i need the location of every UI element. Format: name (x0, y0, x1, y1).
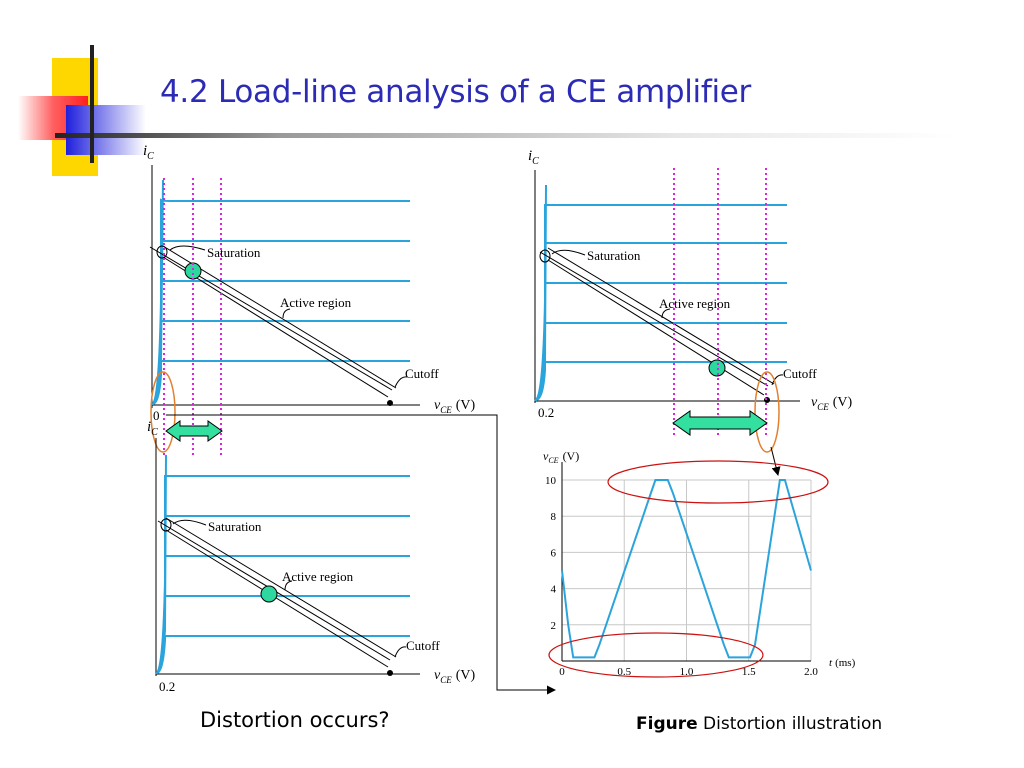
x-tick-label: 1.5 (742, 666, 756, 678)
characteristic-curves (151, 179, 410, 406)
characteristic-curves (155, 454, 410, 675)
cutoff-point (387, 670, 393, 676)
chart-ylabel: vCE(V) (543, 449, 579, 465)
y-tick-label: 2 (551, 620, 557, 632)
saturation-marker (539, 249, 551, 263)
saturation-label: Saturation (587, 248, 641, 263)
saturation-label: Saturation (208, 519, 262, 534)
active-region-label: Active region (282, 569, 354, 584)
connector-line (166, 414, 556, 695)
cutoff-label: Cutoff (406, 638, 440, 653)
cutoff-label: Cutoff (783, 366, 817, 381)
figure-caption-text: Distortion illustration (703, 714, 883, 734)
chart-y-ticks: 2 4 6 8 10 (545, 475, 557, 632)
figure-caption-bold: Figure (636, 714, 698, 734)
plot-top-right: iC Saturation (528, 148, 853, 476)
title-underline (55, 133, 955, 138)
swing-arrow (165, 420, 223, 442)
x-axis-label: vCE(V) (811, 395, 853, 412)
chart-series-line (561, 479, 812, 659)
cutoff-leader (771, 374, 784, 386)
figure-caption: Figure Distortion illustration (636, 714, 882, 734)
cutoff-label: Cutoff (405, 366, 439, 381)
saturation-leader (551, 249, 586, 256)
active-leader (284, 580, 293, 591)
x-tick-label: 1.0 (680, 666, 694, 678)
cutoff-point (387, 400, 393, 406)
chart-grid (562, 479, 812, 661)
y-tick-label: 4 (551, 584, 557, 596)
page-title: 4.2 Load-line analysis of a CE amplifier (160, 74, 751, 110)
x-tick-label: 0 (559, 666, 565, 678)
active-region-label: Active region (659, 296, 731, 311)
characteristic-curves (534, 184, 787, 401)
saturation-leader (172, 519, 207, 526)
chart-x-ticks: 0 0.5 1.0 1.5 2.0 (559, 666, 818, 678)
plot-top-left: iC Saturation (143, 143, 556, 695)
dotted-guides (163, 178, 222, 455)
saturation-leader (169, 245, 206, 251)
distortion-ellipse-orange (754, 371, 780, 453)
q-point (184, 262, 202, 280)
distortion-ellipse-orange (150, 371, 176, 453)
waveform-chart: vCE(V) 2 4 6 8 10 0 0.5 1.0 1.5 2.0 t(ms) (543, 449, 856, 678)
swing-arrow (672, 410, 768, 436)
tick-02: 0.2 (159, 679, 175, 694)
active-region-label: Active region (280, 295, 352, 310)
x-tick-label: 2.0 (804, 666, 818, 678)
active-leader (282, 308, 291, 319)
tick-zero: 0 (153, 408, 160, 423)
active-leader (661, 308, 671, 319)
distortion-question: Distortion occurs? (200, 708, 390, 732)
y-tick-label: 10 (545, 475, 557, 487)
plot-bottom-left: iC Saturation Active region Cut (147, 419, 476, 694)
clipping-ellipse-top (607, 460, 829, 504)
q-point (260, 585, 278, 603)
tick-02: 0.2 (538, 405, 554, 420)
y-axis-label: iC (143, 143, 154, 162)
y-axis-label: iC (528, 148, 539, 167)
load-line-band (539, 247, 775, 396)
logo-vertical-bar (90, 45, 94, 163)
chart-xlabel: t(ms) (829, 657, 856, 669)
connector-arrow (770, 446, 781, 476)
cutoff-leader (394, 376, 408, 388)
saturation-marker (156, 245, 168, 259)
x-axis-label: vCE(V) (434, 398, 476, 415)
y-axis-label: iC (147, 419, 158, 438)
saturation-label: Saturation (207, 245, 261, 260)
saturation-marker (160, 518, 172, 532)
cutoff-leader (394, 646, 407, 658)
x-tick-label: 0.5 (617, 666, 631, 678)
y-tick-label: 6 (551, 547, 557, 559)
y-tick-label: 8 (551, 511, 557, 523)
x-axis-label: vCE(V) (434, 668, 476, 685)
clipping-ellipse-bottom (548, 632, 764, 678)
